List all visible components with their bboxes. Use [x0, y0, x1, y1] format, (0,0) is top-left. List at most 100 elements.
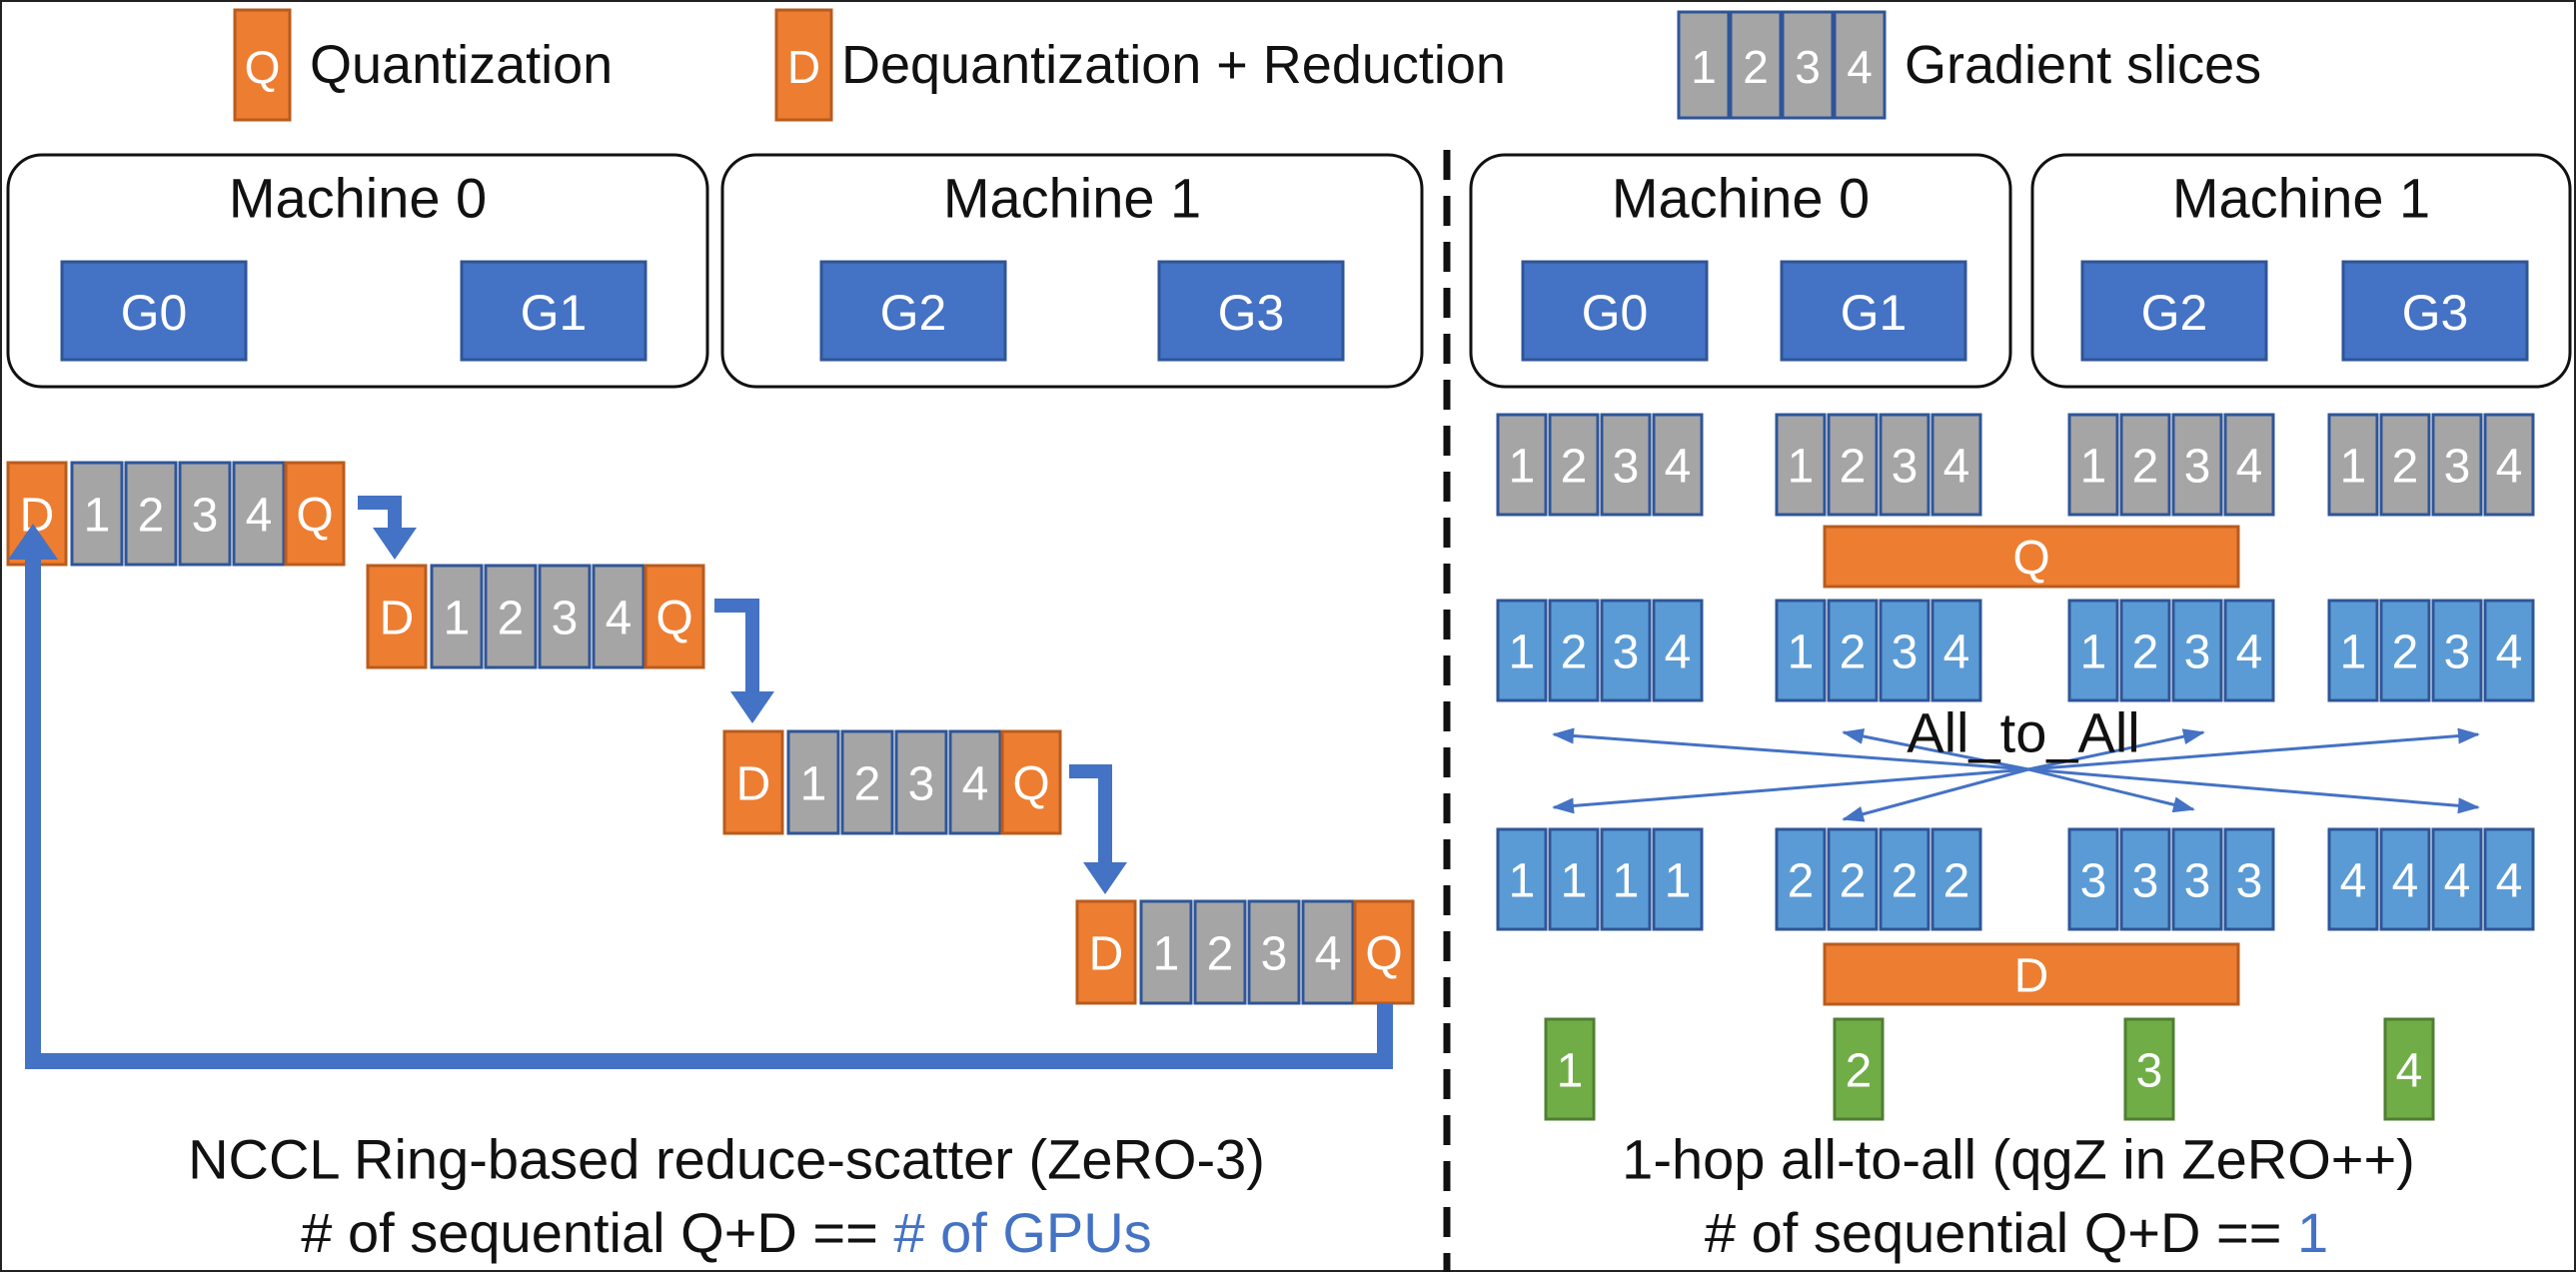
legend-q-swatch: Q [233, 8, 292, 122]
result-slice-1-label: 1 [1557, 1045, 1584, 1098]
exchanged-group-3-slice-3: 4 [2483, 827, 2535, 931]
exchanged-group-0-slice-1-label: 1 [1561, 855, 1588, 908]
exchanged-group-3-slice-2-label: 4 [2444, 855, 2471, 908]
ring-step-0-slice-2: 2 [124, 461, 178, 567]
gpu-g0-shape [60, 260, 248, 362]
ring-step-2-d: D [722, 729, 784, 835]
legend-slice-3-shape [1781, 10, 1835, 120]
gray-group-3-slice-0-shape [2327, 413, 2379, 517]
exchanged-group-3-slice-0: 4 [2327, 827, 2379, 931]
exchanged-group-1-slice-0: 2 [1775, 827, 1827, 931]
blue-group-0-slice-1: 2 [1548, 599, 1600, 702]
legend-d-swatch-shape [774, 8, 833, 122]
ring-step-1-slice-2-shape [484, 564, 538, 669]
gray-group-0-slice-3-shape [1652, 413, 1704, 517]
gray-group-1-slice-2: 3 [1879, 413, 1931, 517]
ring-step-2-d-label: D [736, 758, 771, 811]
ring-return-line [25, 560, 1393, 1069]
quantize-bar-shape [1823, 525, 2240, 589]
blue-group-3-slice-0-shape [2327, 599, 2379, 702]
ring-step-0-slice-4-label: 4 [246, 490, 273, 543]
blue-group-2-slice-2: 3 [2171, 599, 2223, 702]
blue-group-0-slice-1-label: 2 [1561, 627, 1588, 679]
ring-step-3-slice-4-label: 4 [1315, 928, 1342, 981]
exchanged-group-3-slice-0-shape [2327, 827, 2379, 931]
ring-step-1-q-label: Q [655, 593, 692, 645]
exchanged-group-2-slice-1: 3 [2119, 827, 2171, 931]
exchanged-group-2-slice-0-shape [2067, 827, 2119, 931]
gpu-g3-label: G3 [1218, 285, 1285, 341]
exchanged-group-2-slice-1-shape [2119, 827, 2171, 931]
exchanged-group-1-slice-2-shape [1879, 827, 1931, 931]
blue-group-0-slice-2-shape [1600, 599, 1652, 702]
ring-step-2-slice-3-label: 3 [908, 758, 935, 811]
exchanged-group-1-slice-3: 2 [1931, 827, 1982, 931]
gpu-g1-label: G1 [1841, 285, 1908, 341]
gpu-g0: G0 [60, 260, 248, 362]
blue-group-2-slice-1-label: 2 [2132, 627, 2159, 679]
result-slice-4-label: 4 [2396, 1045, 2423, 1098]
ring-step-3-q-label: Q [1365, 928, 1402, 981]
ring-step-0-slice-3: 3 [178, 461, 232, 567]
exchanged-group-3-slice-2-shape [2431, 827, 2483, 931]
gray-group-2-slice-0-shape [2067, 413, 2119, 517]
ring-step-3-slice-3-shape [1247, 899, 1301, 1005]
ring-step-1-slice-4-label: 4 [606, 593, 633, 645]
blue-group-1-slice-1-label: 2 [1840, 627, 1867, 679]
ring-step-1-d-label: D [380, 593, 415, 645]
gray-group-0-slice-0-label: 1 [1509, 441, 1536, 494]
exchanged-group-0-slice-3-shape [1652, 827, 1704, 931]
all-to-all-arrow-5 [2027, 728, 2205, 771]
ring-step-3-q: Q [1353, 899, 1415, 1005]
ring-arrow-2-3-head [1083, 862, 1127, 894]
gpu-g2-label: G2 [880, 285, 947, 341]
ring-step-1-slice-4: 4 [592, 564, 645, 669]
gray-group-0-slice-0-shape [1496, 413, 1548, 517]
blue-group-3-slice-3-label: 4 [2496, 627, 2523, 679]
ring-step-2-slice-4-shape [948, 729, 1002, 835]
blue-group-2-slice-2-label: 3 [2184, 627, 2211, 679]
legend-d-swatch: D [774, 8, 833, 122]
blue-group-2-slice-3-label: 4 [2236, 627, 2263, 679]
ring-step-2-q-shape [1000, 729, 1062, 835]
legend-slice-4: 4 [1833, 10, 1887, 120]
gpu-g2-shape [2080, 260, 2268, 362]
legend-slice-4-label: 4 [1847, 41, 1873, 93]
blue-group-1-slice-0-shape [1775, 599, 1827, 702]
gray-group-3-slice-2-shape [2431, 413, 2483, 517]
machine-0-title: Machine 0 [229, 167, 487, 230]
blue-group-0-slice-3-label: 4 [1665, 627, 1692, 679]
ring-arrow-1-2 [714, 599, 774, 723]
gpu-g2: G2 [2080, 260, 2268, 362]
machine-1-title: Machine 1 [2172, 167, 2430, 230]
ring-step-2-slice-3: 3 [894, 729, 948, 835]
exchanged-group-3-slice-3-shape [2483, 827, 2535, 931]
gpu-g1-shape [1780, 260, 1967, 362]
left-caption-line2: # of sequential Q+D == # of GPUs [301, 1201, 1151, 1264]
gray-group-2-slice-1-label: 2 [2132, 441, 2159, 494]
exchanged-group-2-slice-2: 3 [2171, 827, 2223, 931]
gpu-g2-label: G2 [2141, 285, 2208, 341]
blue-group-0-slice-0-label: 1 [1509, 627, 1536, 679]
gray-group-0-slice-3-label: 4 [1665, 441, 1692, 494]
right-caption-line2: # of sequential Q+D == 1 [1705, 1201, 2328, 1264]
machine-1-title: Machine 1 [943, 167, 1201, 230]
blue-group-0-slice-0: 1 [1496, 599, 1548, 702]
legend-slice-3: 3 [1781, 10, 1835, 120]
legend-d-swatch-label: D [787, 41, 820, 93]
blue-group-0-slice-0-shape [1496, 599, 1548, 702]
ring-step-0-slice-1: 1 [70, 461, 124, 567]
ring-step-0-slice-2-shape [124, 461, 178, 567]
gpu-g0-label: G0 [1582, 285, 1649, 341]
right-caption-line2-highlight: 1 [2297, 1201, 2328, 1264]
blue-group-3-slice-0: 1 [2327, 599, 2379, 702]
exchanged-group-2-slice-0-label: 3 [2080, 855, 2107, 908]
ring-step-0-slice-2-label: 2 [138, 490, 165, 543]
legend-slice-4-shape [1833, 10, 1887, 120]
result-slice-4-shape [2383, 1017, 2435, 1121]
